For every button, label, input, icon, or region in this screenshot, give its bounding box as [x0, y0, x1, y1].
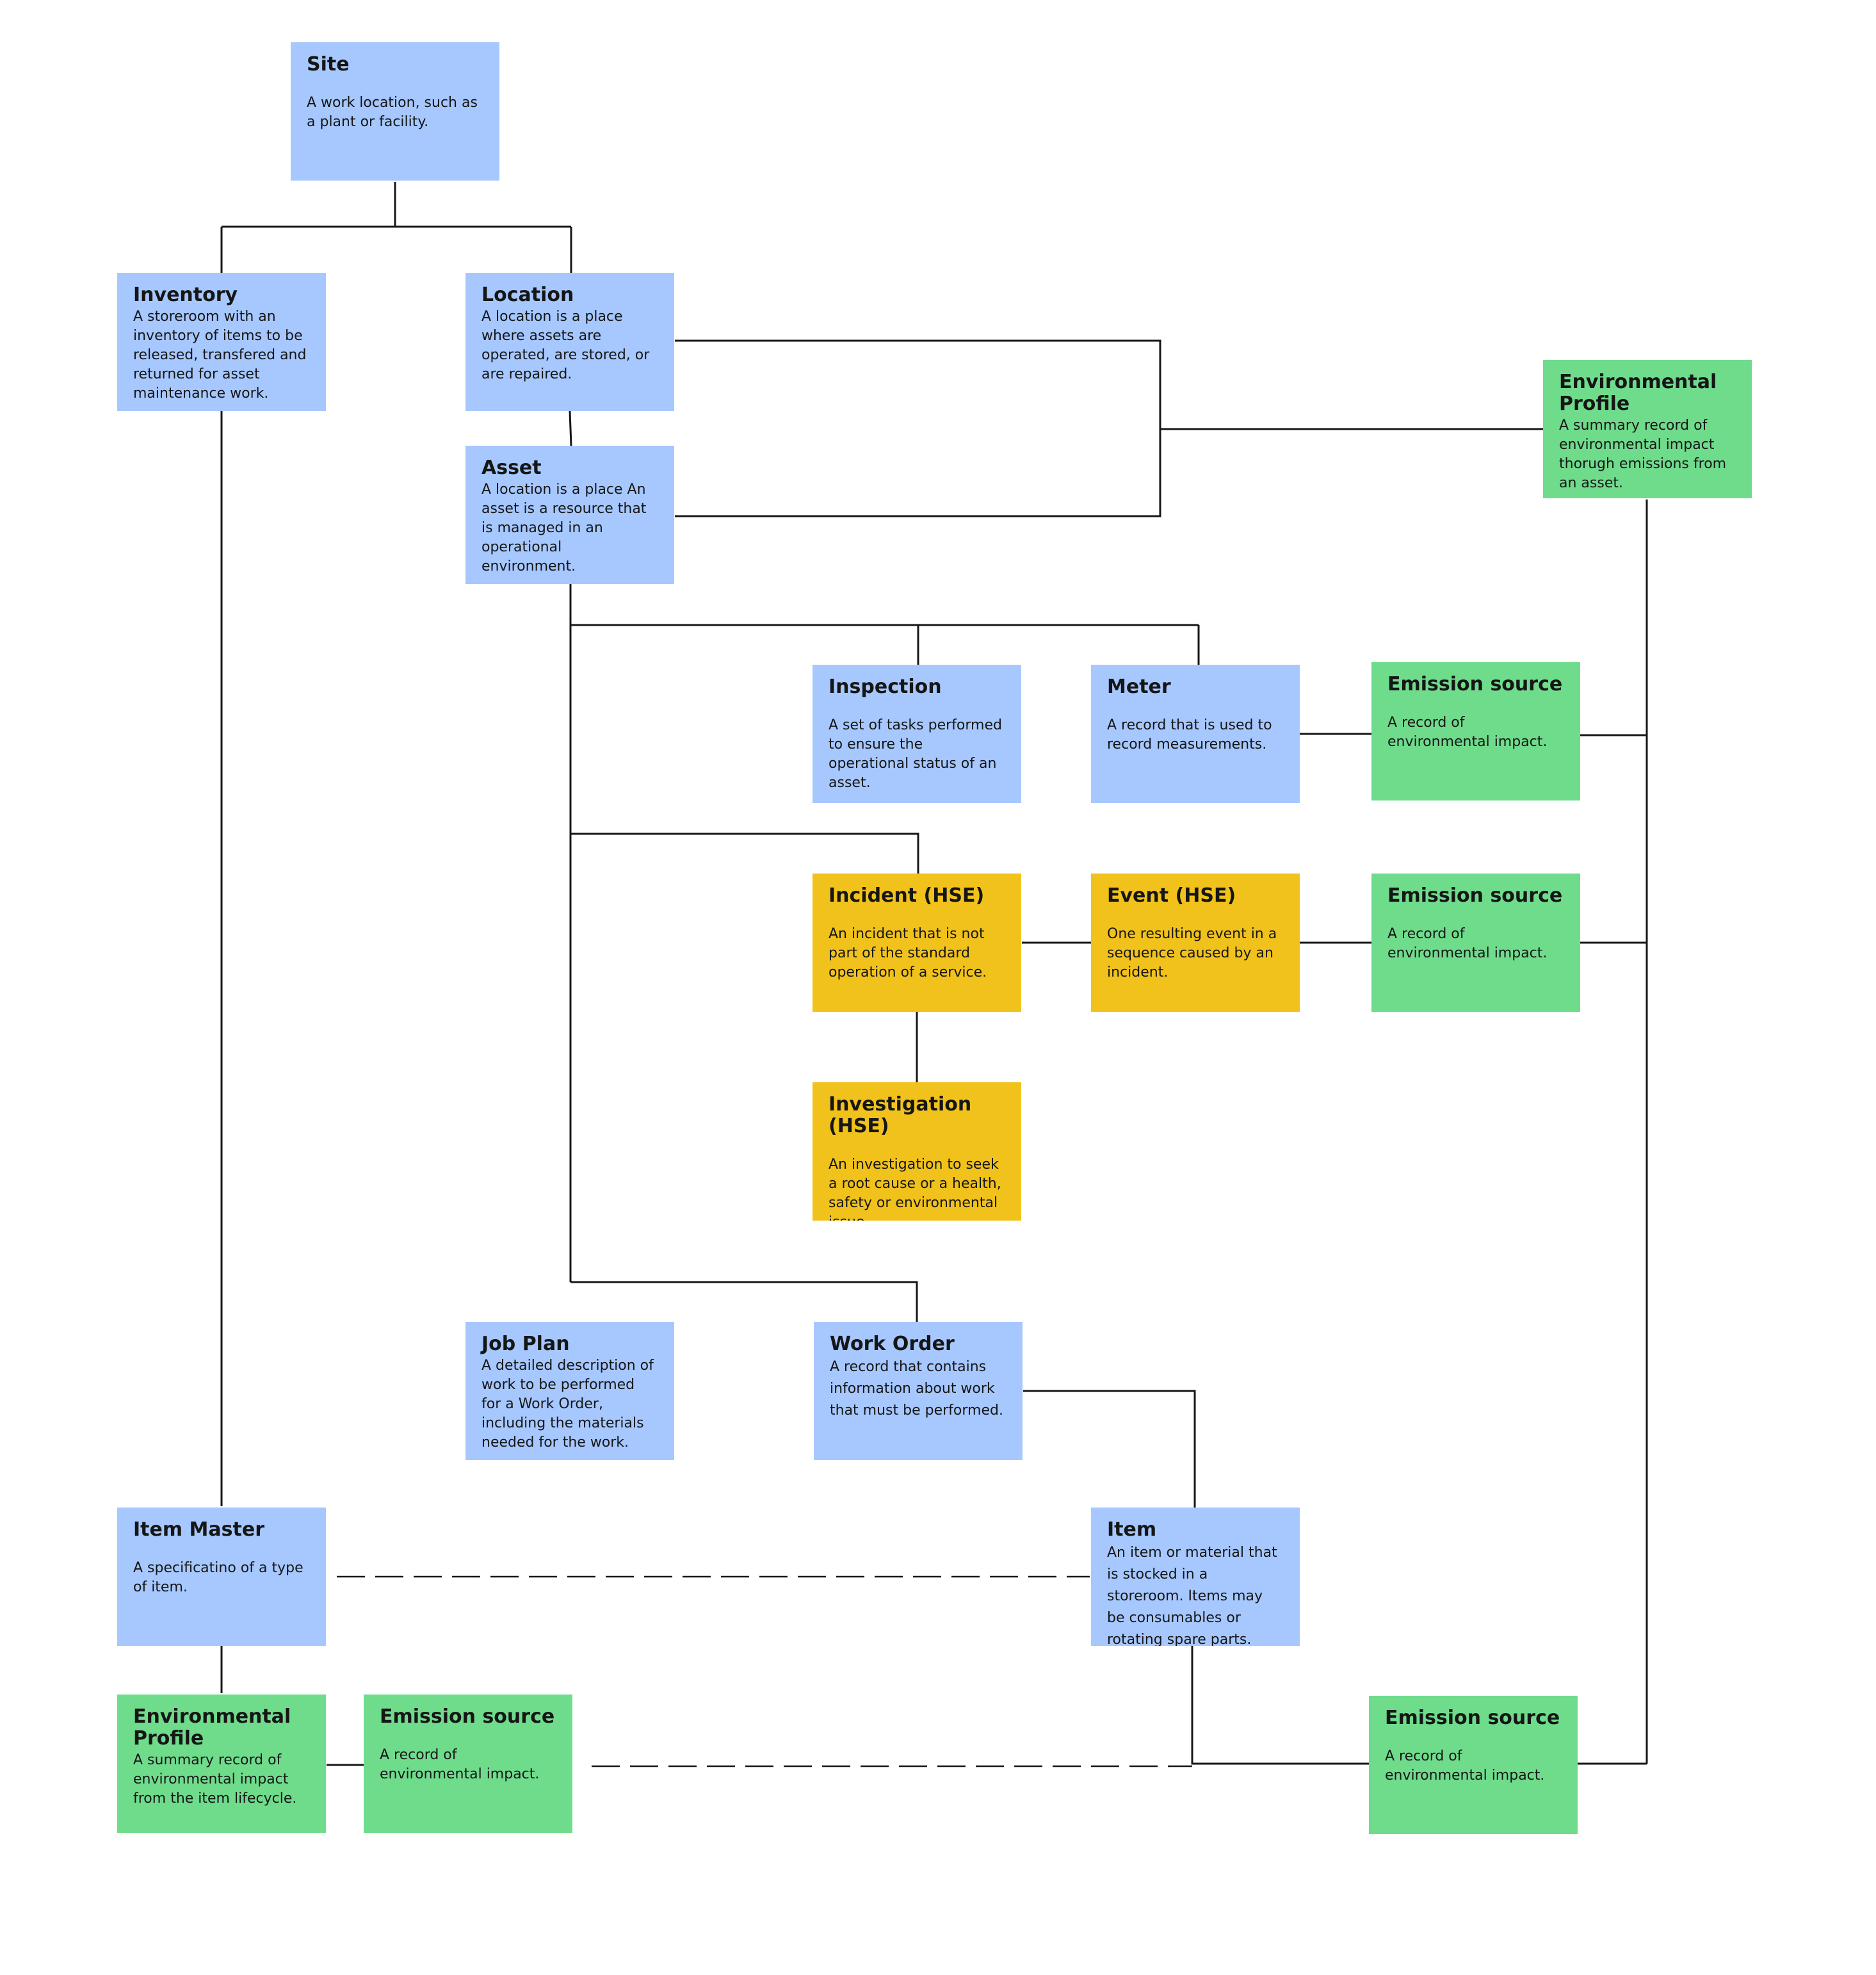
node-description: A summary record of environmental impact… — [133, 1752, 297, 1807]
node-description: A record that contains information about… — [830, 1359, 1003, 1418]
node-job-plan[interactable]: Job Plan A detailed description of work … — [465, 1322, 674, 1460]
node-title: Environmental Profile — [133, 1705, 291, 1750]
node-title: Emission source — [1387, 884, 1563, 907]
node-asset[interactable]: Asset A location is a place An asset is … — [465, 446, 674, 584]
node-site[interactable]: Site A work location, such as a plant or… — [291, 42, 499, 181]
node-item[interactable]: Item An item or material that is stocked… — [1091, 1508, 1300, 1646]
node-investigation[interactable]: Investigation (HSE) An investigation to … — [813, 1082, 1021, 1221]
node-environmental-profile-item[interactable]: Environmental Profile A summary record o… — [117, 1695, 326, 1833]
link-env-profile-emissions — [1576, 500, 1648, 1765]
node-description: A summary record of environmental impact… — [1559, 418, 1727, 491]
node-title: Location — [481, 284, 574, 306]
node-event[interactable]: Event (HSE) One resulting event in a seq… — [1091, 874, 1300, 1012]
node-description: A record of environmental impact. — [380, 1747, 540, 1782]
node-description: A storeroom with an inventory of items t… — [133, 309, 307, 402]
node-description: A record of environmental impact. — [1387, 715, 1548, 750]
node-environmental-profile-asset[interactable]: Environmental Profile A summary record o… — [1543, 360, 1752, 498]
node-emission-source-item-master[interactable]: Emission source A record of environmenta… — [364, 1695, 572, 1833]
node-description: An investigation to seek a root cause or… — [829, 1157, 1001, 1221]
node-title: Inspection — [829, 676, 942, 698]
link-asset-jobplan-workorder — [570, 1281, 918, 1322]
link-item-emission — [1191, 1646, 1369, 1765]
node-description: A record of environmental impact. — [1387, 926, 1548, 961]
node-title: Asset — [481, 457, 542, 479]
node-description: A work location, such as a plant or faci… — [307, 95, 478, 130]
node-title: Inventory — [133, 284, 238, 306]
node-title: Emission source — [1387, 673, 1563, 695]
node-title: Item Master — [133, 1518, 264, 1541]
node-work-order[interactable]: Work Order A record that contains inform… — [814, 1322, 1023, 1460]
node-title: Emission source — [380, 1705, 555, 1728]
node-item-master[interactable]: Item Master A specificatino of a type of… — [117, 1508, 326, 1646]
node-title: Job Plan — [481, 1333, 570, 1355]
node-emission-source-meter[interactable]: Emission source A record of environmenta… — [1371, 662, 1580, 801]
link-workorder-item — [1023, 1390, 1196, 1508]
link-site-inventory-location — [220, 182, 572, 273]
node-title: Site — [307, 53, 350, 76]
node-title: Investigation (HSE) — [829, 1093, 972, 1137]
node-title: Emission source — [1385, 1707, 1560, 1729]
node-description: A location is a place where assets are o… — [481, 309, 650, 382]
link-location-asset-env-profile — [675, 339, 1543, 517]
node-inventory[interactable]: Inventory A storeroom with an inventory … — [117, 273, 326, 411]
node-title: Environmental Profile — [1559, 371, 1717, 415]
node-location[interactable]: Location A location is a place where ass… — [465, 273, 674, 411]
node-description: A record that is used to record measurem… — [1107, 717, 1272, 752]
node-title: Work Order — [830, 1333, 955, 1355]
node-description: An incident that is not part of the stan… — [829, 926, 987, 980]
node-title: Item — [1107, 1518, 1157, 1541]
node-inspection[interactable]: Inspection A set of tasks performed to e… — [813, 665, 1021, 803]
node-meter[interactable]: Meter A record that is used to record me… — [1091, 665, 1300, 803]
link-asset-incident — [570, 833, 919, 874]
node-emission-source-item[interactable]: Emission source A record of environmenta… — [1369, 1696, 1578, 1834]
node-description: A location is a place An asset is a reso… — [481, 482, 647, 574]
node-incident[interactable]: Incident (HSE) An incident that is not p… — [813, 874, 1021, 1012]
link-location-asset — [569, 410, 572, 446]
node-description: A set of tasks performed to ensure the o… — [829, 717, 1002, 791]
node-description: An item or material that is stocked in a… — [1107, 1545, 1277, 1646]
node-title: Event (HSE) — [1107, 884, 1236, 907]
node-description: A specificatino of a type of item. — [133, 1560, 303, 1595]
link-asset-inspection-meter — [570, 624, 1200, 665]
node-emission-source-event[interactable]: Emission source A record of environmenta… — [1371, 874, 1580, 1012]
node-description: A detailed description of work to be per… — [481, 1358, 654, 1451]
node-title: Incident (HSE) — [829, 884, 985, 907]
node-description: One resulting event in a sequence caused… — [1107, 926, 1277, 980]
node-description: A record of environmental impact. — [1385, 1748, 1545, 1784]
node-title: Meter — [1107, 676, 1171, 698]
